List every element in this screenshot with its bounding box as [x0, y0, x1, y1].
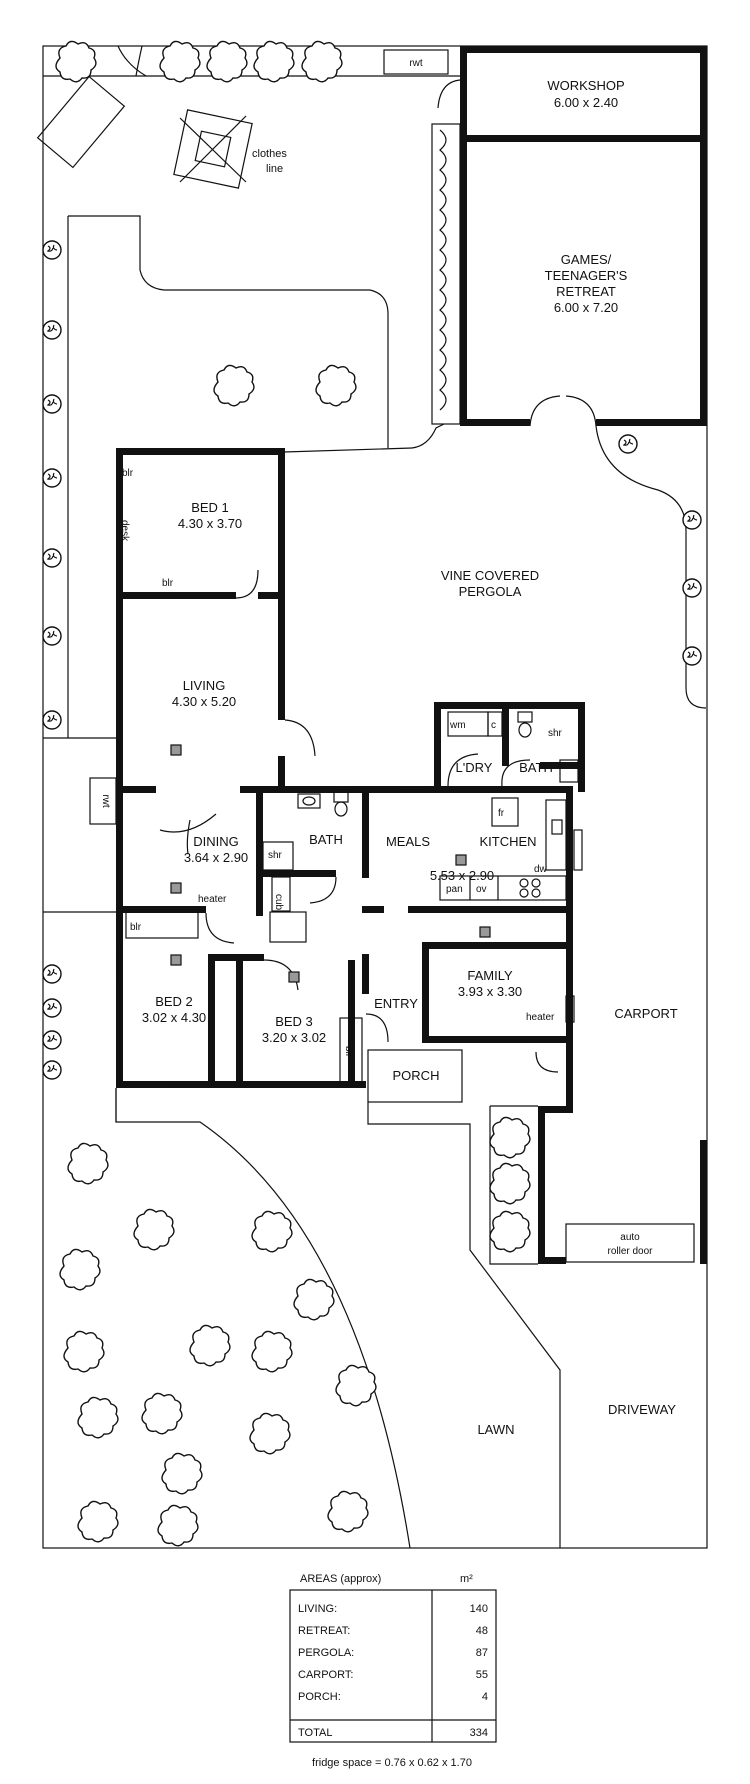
- laundry-name: L'DRY: [456, 760, 493, 775]
- family-name: FAMILY: [467, 968, 513, 983]
- area-row-label: LIVING:: [298, 1603, 337, 1615]
- pantry-label: pan: [446, 884, 463, 895]
- cupboard-c-label: c: [491, 720, 496, 731]
- bed1-desk-label: desk: [119, 520, 130, 542]
- meals-kitchen-dims: 5.53 x 2.90: [430, 868, 494, 883]
- areas-total-label: TOTAL: [298, 1727, 332, 1739]
- small-bath-shower-label: shr: [548, 728, 563, 739]
- bed1-name: BED 1: [191, 500, 229, 515]
- areas-title: AREAS (approx): [300, 1573, 381, 1585]
- entry-name: ENTRY: [374, 996, 418, 1011]
- area-row-value: 4: [482, 1691, 488, 1703]
- bed2-dims: 3.02 x 4.30: [142, 1010, 206, 1025]
- garden-shed: [36, 75, 126, 169]
- carport-name: CARPORT: [614, 1006, 677, 1021]
- games-dims: 6.00 x 7.20: [554, 300, 618, 315]
- bed3-robe-label: blr: [343, 1046, 354, 1058]
- bed2-robe-label: blr: [130, 922, 142, 933]
- games-line-2: TEENAGER'S: [545, 268, 628, 283]
- area-row-value: 140: [470, 1603, 488, 1615]
- fridge-label: fr: [498, 808, 505, 819]
- dishwasher-label: dw: [534, 864, 548, 875]
- dining-heater-label: heater: [198, 894, 227, 905]
- porch: [367, 1049, 463, 1103]
- pergola-line-2: PERGOLA: [459, 584, 522, 599]
- cupboard-label: cub: [273, 894, 284, 911]
- workshop-name: WORKSHOP: [547, 78, 624, 93]
- area-row-label: CARPORT:: [298, 1669, 353, 1681]
- bed3-name: BED 3: [275, 1014, 313, 1029]
- area-row-label: PERGOLA:: [298, 1647, 354, 1659]
- main-bath-name: BATH: [309, 832, 343, 847]
- dining-dims: 3.64 x 2.90: [184, 850, 248, 865]
- bed3-dims: 3.20 x 3.02: [262, 1030, 326, 1045]
- area-row-label: RETREAT:: [298, 1625, 350, 1637]
- roller-door-label-2: roller door: [607, 1246, 653, 1257]
- living-name: LIVING: [183, 678, 226, 693]
- area-row-value: 55: [476, 1669, 488, 1681]
- clothes-line-icon: [173, 109, 253, 189]
- games-line-1: GAMES/: [561, 252, 612, 267]
- living-dims: 4.30 x 5.20: [172, 694, 236, 709]
- family-heater-label: heater: [526, 1012, 555, 1023]
- auto-roller-door: [565, 1223, 695, 1263]
- fridge-footnote: fridge space = 0.76 x 0.62 x 1.70: [312, 1757, 472, 1769]
- area-row-label: PORCH:: [298, 1691, 341, 1703]
- clothes-line-label-2: line: [266, 163, 283, 175]
- bed2-name: BED 2: [155, 994, 193, 1009]
- oven-label: ov: [476, 884, 487, 895]
- vine-hedge: [431, 123, 461, 425]
- area-row-value: 48: [476, 1625, 488, 1637]
- porch-name: PORCH: [393, 1068, 440, 1083]
- rainwater-tank-top: [383, 49, 449, 75]
- pergola-line-1: VINE COVERED: [441, 568, 539, 583]
- areas-unit: m²: [460, 1573, 473, 1585]
- clothes-line-label-1: clothes: [252, 148, 287, 160]
- games-line-3: RETREAT: [556, 284, 616, 299]
- bed1-dims: 4.30 x 3.70: [178, 516, 242, 531]
- site-boundary: [42, 45, 708, 1549]
- workshop-dims: 6.00 x 2.40: [554, 95, 618, 110]
- rwt-label: rwt: [409, 58, 423, 69]
- main-bath-shower-label: shr: [268, 850, 283, 861]
- rwt-side-label: rwt: [100, 794, 111, 808]
- washing-machine-label: wm: [449, 720, 466, 731]
- meals-name: MEALS: [386, 834, 430, 849]
- bed1-robe-label: blr: [162, 578, 174, 589]
- dining-name: DINING: [193, 834, 239, 849]
- kitchen-name: KITCHEN: [479, 834, 536, 849]
- bed1-blr-label: blr: [122, 468, 134, 479]
- driveway-label: DRIVEWAY: [608, 1402, 676, 1417]
- small-bath-name: BATH: [519, 760, 553, 775]
- lawn-label: LAWN: [477, 1422, 514, 1437]
- area-row-value: 87: [476, 1647, 488, 1659]
- areas-total-value: 334: [470, 1727, 488, 1739]
- roller-door-label-1: auto: [620, 1232, 640, 1243]
- family-dims: 3.93 x 3.30: [458, 984, 522, 999]
